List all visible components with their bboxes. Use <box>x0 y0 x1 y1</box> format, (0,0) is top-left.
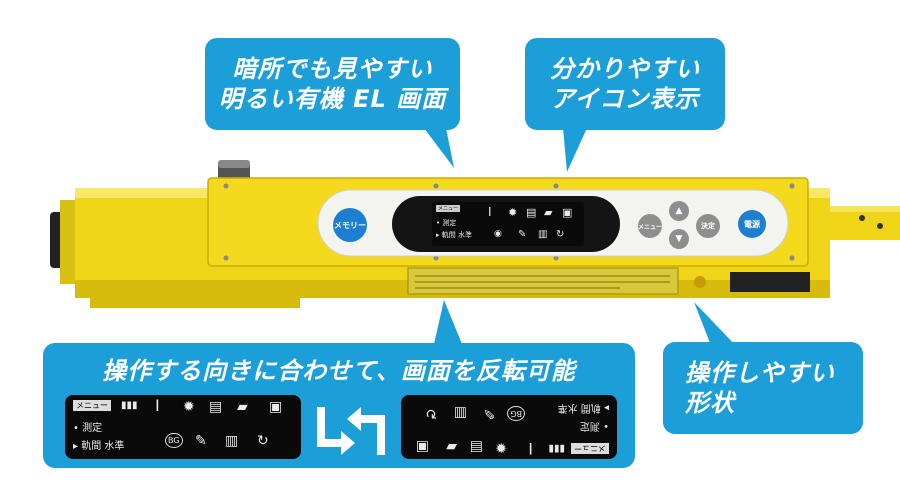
device-oled-screen: メニュー • 測定 ▸ 軌間 水準 Ⅰ ✹ ▤ ▰ ▣ ◉ ✎ ▥ ↻ <box>432 202 584 246</box>
screen-mode-sub: ▸ 軌間 水準 <box>436 231 472 239</box>
image-icon: ▣ <box>415 439 429 455</box>
callout-icons-tail <box>563 128 587 172</box>
screen-normal-orientation: メニュー ▮▮▮ Ⅰ ✹ ▤ ▰ ▣ • 測定 ▸ 軌間 水準 BG ✎ ▥ ↻ <box>65 395 301 459</box>
callout-oled-line1: 暗所でも見やすい <box>232 55 433 83</box>
rail-icon: Ⅰ <box>528 439 533 458</box>
screen-flipped-orientation: メニュー ▮▮▮ Ⅰ ✹ ▤ ▰ ▣ • 測定 ▸ 軌間 水準 BG ✎ ▥ ↻ <box>401 395 617 459</box>
rail-icon: Ⅰ <box>488 205 492 219</box>
folder-icon: ▰ <box>237 399 248 415</box>
printer-icon: ▤ <box>469 439 483 455</box>
folder-icon: ▰ <box>544 206 553 219</box>
callout-oled-line2: 明るい有機 EL 画面 <box>218 85 447 113</box>
edit-icon: ✎ <box>483 405 495 421</box>
callout-rotate-title: 操作する向きに合わせて、画面を反転可能 <box>102 357 576 385</box>
normal-menu-tag: メニュー <box>73 400 111 411</box>
brightness-icon: ✹ <box>508 206 518 219</box>
brightness-icon: ✹ <box>183 399 195 415</box>
battery-icon: ▮▮▮ <box>121 400 138 411</box>
up-arrow-icon: ▲ <box>675 206 683 216</box>
screen-mode-label: • 測定 <box>436 219 457 227</box>
down-arrow-icon: ▼ <box>675 234 683 244</box>
menu-button[interactable]: メニュー <box>638 214 662 238</box>
rotate-icon: ↻ <box>556 229 565 240</box>
memory-button[interactable]: メモリー <box>333 208 367 242</box>
trash-icon: ▥ <box>453 405 467 421</box>
trash-icon: ▥ <box>538 229 548 240</box>
callout-shape-tail <box>694 302 738 348</box>
flipped-bg-badge: BG <box>507 406 525 421</box>
up-arrow-button[interactable]: ▲ <box>669 201 689 221</box>
normal-mode-sub: ▸ 軌間 水準 <box>73 441 125 452</box>
edit-icon: ✎ <box>518 229 527 240</box>
gauge-device: メモリー メニュー ▲ ▼ 決定 電源 メニュー • 測定 ▸ 軌間 水準 Ⅰ … <box>0 160 900 310</box>
normal-mode-label: • 測定 <box>73 423 103 434</box>
enter-button[interactable]: 決定 <box>696 214 720 238</box>
callout-icons-line2: アイコン表示 <box>550 85 700 113</box>
trash-icon: ▥ <box>225 433 239 449</box>
callout-screen-rotation: 操作する向きに合わせて、画面を反転可能 メニュー ▮▮▮ Ⅰ ✹ ▤ ▰ ▣ •… <box>43 343 635 468</box>
rotate-icon: ↻ <box>257 433 269 449</box>
down-arrow-button[interactable]: ▼ <box>669 229 689 249</box>
callout-shape-line2: 形状 <box>685 389 735 417</box>
flipped-menu-tag: メニュー <box>571 443 609 454</box>
screen-menu-tag: メニュー <box>436 205 461 212</box>
printer-icon: ▤ <box>526 206 537 219</box>
rail-icon: Ⅰ <box>155 396 160 415</box>
callout-oled-screen: 暗所でも見やすい 明るい有機 EL 画面 <box>205 38 460 130</box>
callout-easy-shape: 操作しやすい 形状 <box>663 342 863 434</box>
image-icon: ▣ <box>562 206 573 219</box>
power-button[interactable]: 電源 <box>738 210 766 238</box>
flip-arrows-icon <box>317 407 385 455</box>
flipped-mode-label: • 測定 <box>579 420 609 431</box>
printer-icon: ▤ <box>209 399 223 415</box>
callout-shape-line1: 操作しやすい <box>685 359 835 387</box>
image-icon: ▣ <box>269 399 283 415</box>
callout-icon-display: 分かりやすい アイコン表示 <box>525 38 725 130</box>
bg-icon: ◉ <box>494 229 502 239</box>
callout-icons-line1: 分かりやすい <box>550 55 700 83</box>
battery-icon: ▮▮▮ <box>548 443 565 454</box>
rotate-icon: ↻ <box>425 405 437 421</box>
callout-rotate-tail <box>434 300 462 344</box>
callout-oled-tail <box>424 128 454 168</box>
folder-icon: ▰ <box>446 439 457 455</box>
flipped-mode-sub: ▸ 軌間 水準 <box>557 402 609 413</box>
brightness-icon: ✹ <box>495 439 507 455</box>
normal-bg-badge: BG <box>165 433 183 448</box>
edit-icon: ✎ <box>195 433 207 449</box>
